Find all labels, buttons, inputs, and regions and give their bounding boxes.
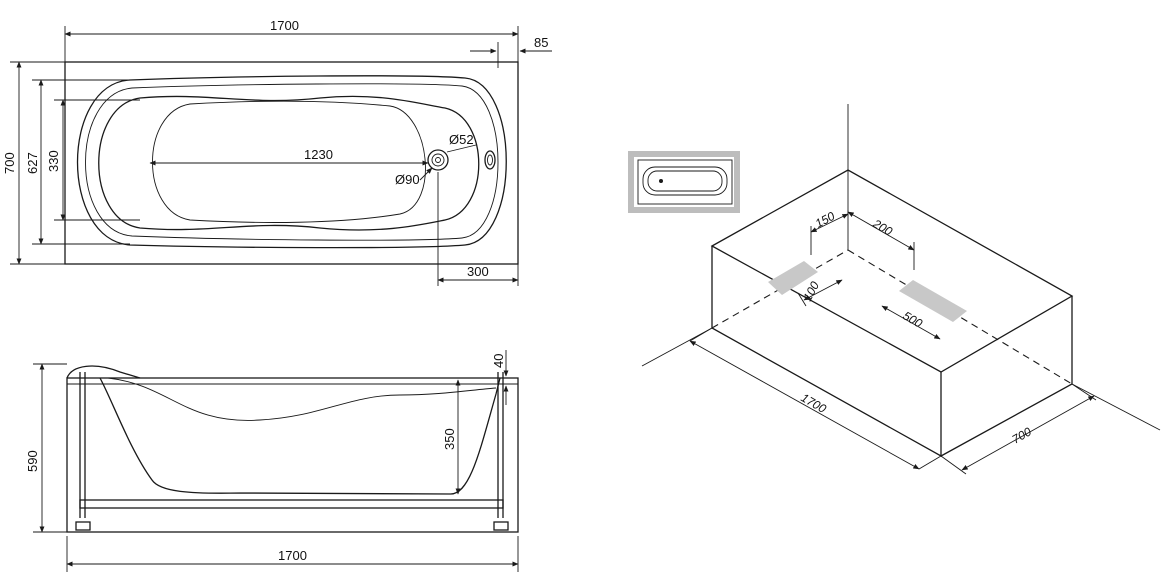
zone-drain — [768, 261, 818, 295]
tub-thumbnail — [628, 151, 740, 213]
dim-length-side: 1700 — [278, 548, 307, 563]
overflow-hole — [484, 150, 496, 170]
drain-circle — [427, 149, 449, 171]
side-view: 590 40 350 1700 — [25, 350, 519, 572]
foot-right — [493, 521, 509, 531]
tub-basin-inner — [152, 100, 426, 223]
box-top — [710, 169, 1074, 373]
dim-drain-offset: 85 — [534, 35, 548, 50]
top-view: 1700 85 700 627 330 1230 Ø52 Ø90 — [2, 18, 552, 286]
iso-dim-100: 100 — [800, 279, 822, 304]
iso-dim-500: 500 — [901, 308, 926, 330]
iso-dim-150: 150 — [813, 209, 838, 231]
dim-depth: 350 — [442, 428, 457, 450]
tub-apron — [66, 377, 519, 533]
zone-overflow — [899, 280, 967, 322]
dim-inner-length: 1230 — [304, 147, 333, 162]
dim-rim-height: 40 — [491, 354, 506, 368]
dim-inner-width: 330 — [46, 150, 61, 172]
dim-height: 590 — [25, 450, 40, 472]
iso-dim-200: 200 — [870, 216, 895, 239]
tub-rim-inner — [85, 83, 499, 241]
dim-drain-position: 300 — [467, 264, 489, 279]
box-side — [940, 296, 1073, 457]
dim-outer-width: 627 — [25, 152, 40, 174]
dim-width: 700 — [2, 152, 17, 174]
dim-drain-diameter: Ø90 — [395, 172, 420, 187]
basin-profile — [99, 377, 501, 495]
basin-rim-curve — [107, 377, 497, 421]
support-frame — [79, 499, 504, 509]
tub-rim — [76, 75, 507, 249]
tub-basin-outer — [98, 95, 480, 231]
dim-overflow-diameter: Ø52 — [449, 132, 474, 147]
iso-view: 150 200 100 500 1700 700 — [641, 104, 1161, 475]
iso-dim-width: 700 — [1010, 424, 1035, 446]
dim-length-top: 1700 — [270, 18, 299, 33]
foot-left — [75, 521, 91, 531]
iso-dim-length: 1700 — [799, 390, 829, 416]
box-front — [711, 246, 942, 458]
